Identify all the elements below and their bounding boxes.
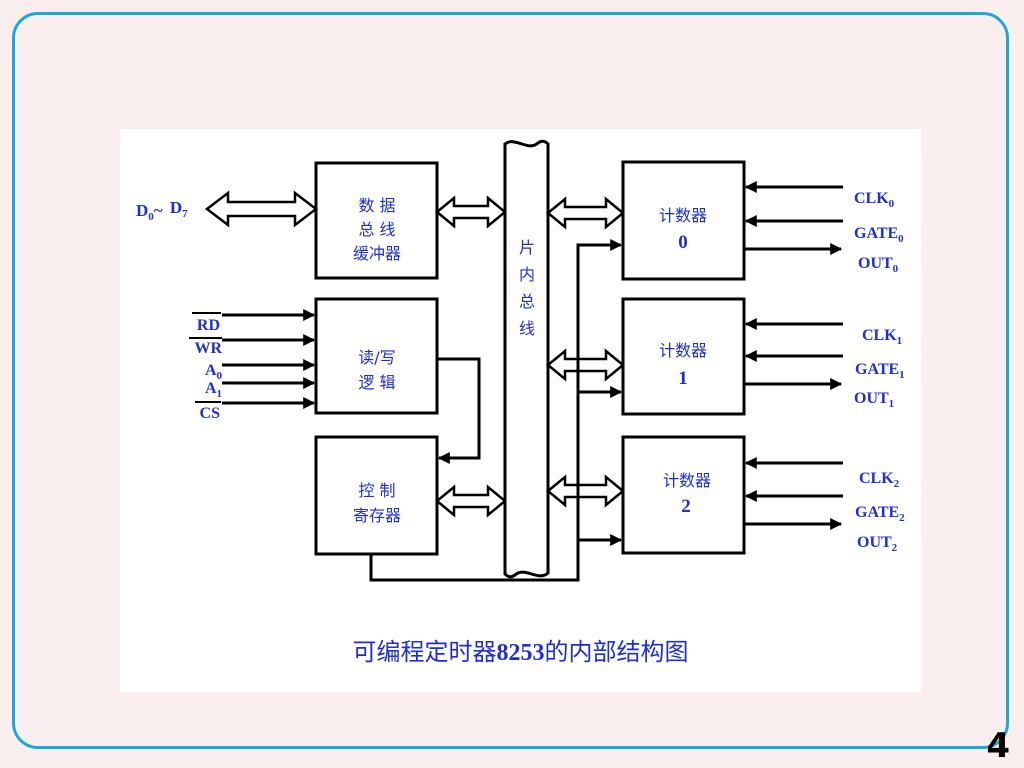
out2-label: OUT2 xyxy=(857,534,898,554)
a1-label: A1 xyxy=(205,380,222,400)
bus-counter2-double-arrow xyxy=(546,474,625,508)
bus-counter0-double-arrow xyxy=(546,196,625,230)
ctrl-reg-label-line1: 控 制 xyxy=(358,481,395,500)
counter-0-block xyxy=(621,160,746,281)
buffer-bus-double-arrow xyxy=(435,195,507,229)
counter-1-block xyxy=(621,297,746,416)
bus-label-char4: 线 xyxy=(519,319,535,338)
caption-suffix: 的内部结构图 xyxy=(544,638,689,666)
buffer-label-line3: 缓冲器 xyxy=(353,244,401,263)
clk1-label: CLK1 xyxy=(862,327,902,347)
internal-bus-block xyxy=(503,139,550,579)
data-bus-buffer-block xyxy=(314,161,439,280)
page-number: 4 xyxy=(986,726,1010,766)
rd-label: RD xyxy=(197,317,220,334)
rw-to-ctrl-arrow xyxy=(437,357,481,464)
ctrl-reg-label-line2: 寄存器 xyxy=(353,506,401,525)
ctrl-bus-double-arrow xyxy=(435,484,507,518)
counter0-number: 0 xyxy=(678,232,688,253)
gate2-label: GATE2 xyxy=(855,504,905,524)
cs-label: CS xyxy=(200,405,221,422)
clk0-label: CLK0 xyxy=(854,190,895,210)
counter0-label: 计数器 xyxy=(659,206,707,225)
clk2-label: CLK2 xyxy=(859,470,900,490)
control-register-block xyxy=(314,435,439,556)
rw-logic-label-line2: 逻 辑 xyxy=(358,373,395,392)
counter2-label: 计数器 xyxy=(663,471,711,490)
rw-logic-label-line1: 读/写 xyxy=(358,348,395,367)
ctrl-to-counter0-arrow xyxy=(369,239,623,582)
counter-2-block xyxy=(621,435,746,555)
counter1-label: 计数器 xyxy=(659,341,707,360)
wr-label: WR xyxy=(194,340,222,357)
rw-logic-block xyxy=(314,297,439,415)
data-bus-label: D0~ D7 xyxy=(136,198,188,223)
out1-label: OUT1 xyxy=(854,390,894,410)
figure-caption: 可编程定时器8253的内部结构图 xyxy=(120,632,921,667)
caption-number: 8253 xyxy=(496,640,545,666)
slide-frame xyxy=(12,12,1009,749)
out0-label: OUT0 xyxy=(858,255,899,275)
buffer-label-line2: 总 线 xyxy=(358,220,395,239)
bus-label-char3: 总 xyxy=(519,292,535,311)
counter2-number: 2 xyxy=(681,496,691,517)
buffer-label-line1: 数 据 xyxy=(358,196,395,215)
gate0-label: GATE0 xyxy=(854,225,904,245)
gate1-label: GATE1 xyxy=(855,361,905,381)
bus-label-char2: 内 xyxy=(519,265,535,284)
caption-prefix: 可编程定时器 xyxy=(352,638,497,666)
a0-label: A0 xyxy=(205,362,223,382)
counter1-number: 1 xyxy=(678,368,688,389)
data-bus-double-arrow xyxy=(204,190,319,228)
bus-label-char1: 片 xyxy=(519,238,535,257)
bus-counter1-double-arrow xyxy=(546,348,625,382)
